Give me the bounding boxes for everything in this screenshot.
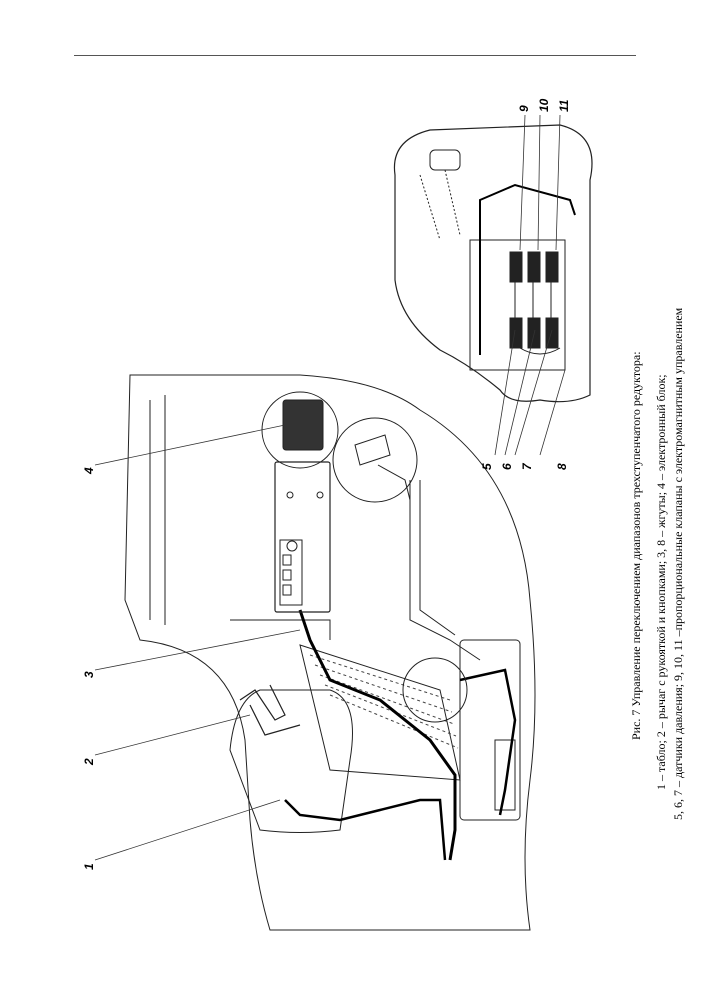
electronic-block [274,461,331,613]
valve-block [469,239,566,371]
inset-circle-bottom [402,657,468,723]
seat-console [229,689,353,833]
harness-3 [298,609,457,861]
harness-8-inset [479,183,576,355]
leader-lines [94,424,301,861]
cab-outline [124,374,536,931]
console-hatch [309,654,459,749]
inset-circle-mid [332,417,418,503]
tubes [409,480,481,661]
valve-body [494,739,516,811]
display-panel [279,539,303,606]
hydraulic-block [459,639,521,821]
cab-inner-line [149,395,331,640]
lever-boot [239,684,301,736]
harness-8-lower [459,668,517,816]
detail-inset [393,124,593,403]
header-rule [74,55,636,56]
harness-1 [284,798,447,861]
inset-leaders [494,114,566,456]
springs [419,169,461,241]
